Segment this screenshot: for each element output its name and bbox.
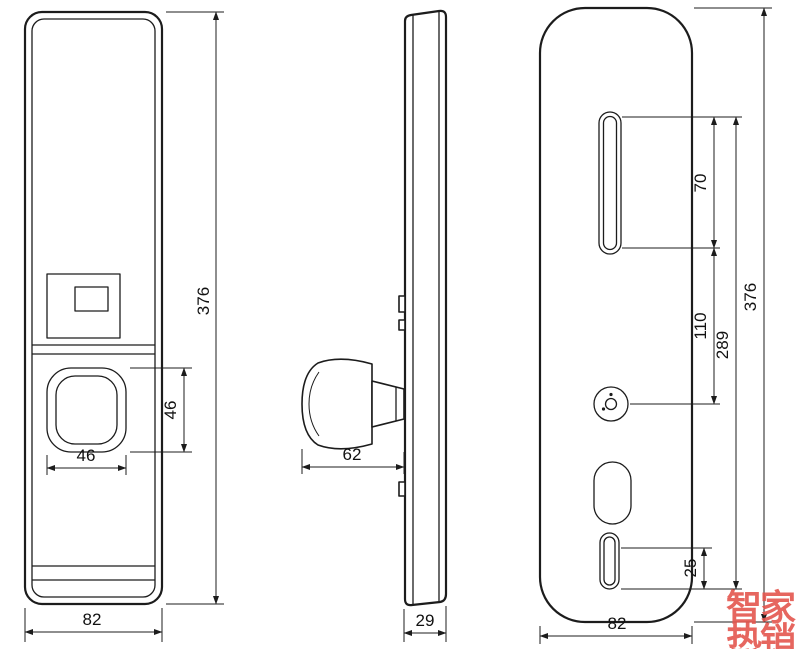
front-inner-outline xyxy=(31,18,156,598)
side-knob-head xyxy=(301,358,373,450)
front-view xyxy=(23,10,164,606)
fingerprint-module xyxy=(46,273,121,339)
dim-front-height: 376 xyxy=(166,11,224,605)
side-knob-stem xyxy=(371,380,405,428)
side-notch-3 xyxy=(398,481,406,497)
dim-back-height: 376 xyxy=(741,7,768,623)
keyhole-dot-2 xyxy=(601,407,606,411)
side-notch-1 xyxy=(398,295,406,313)
side-knob-contour xyxy=(308,371,320,437)
back-top-slot-inner xyxy=(602,115,618,251)
front-body-outline xyxy=(23,10,164,606)
dim-back-span: 289 xyxy=(713,116,740,590)
dim-label-body-thickness: 29 xyxy=(416,611,435,630)
knob-outer xyxy=(46,367,127,453)
back-plate-outline xyxy=(538,6,694,624)
dim-label-back-top-slot: 70 xyxy=(691,174,710,193)
watermark: 智家热销 xyxy=(726,586,796,649)
keyhole-inner xyxy=(604,397,618,411)
back-view xyxy=(538,6,694,624)
dim-handle-height: 46 xyxy=(130,367,192,453)
dim-front-width: 82 xyxy=(24,608,163,642)
dim-label-handle-width: 46 xyxy=(77,446,96,465)
dim-back-width: 82 xyxy=(539,614,693,644)
back-top-slot-outer xyxy=(598,111,622,255)
side-notch-2 xyxy=(398,319,406,331)
side-body-outline xyxy=(403,9,448,607)
back-bottom-slot-inner xyxy=(603,536,616,586)
fingerprint-window xyxy=(74,286,109,312)
dim-label-knob-depth: 62 xyxy=(343,445,362,464)
dim-label-front-height: 376 xyxy=(194,287,213,315)
dim-label-back-slot-to-keyhole: 110 xyxy=(691,312,710,339)
back-oval-cutout xyxy=(593,461,632,525)
keyhole-outer xyxy=(593,386,629,422)
dim-knob-depth: 62 xyxy=(301,445,405,474)
knob-inner xyxy=(55,375,118,445)
dim-label-handle-height: 46 xyxy=(161,401,180,420)
back-bottom-slot-outer xyxy=(599,532,620,590)
dim-body-thickness: 29 xyxy=(403,606,447,642)
dim-handle-width: 46 xyxy=(46,446,127,475)
keyhole-dot-1 xyxy=(609,392,613,397)
dim-label-front-width: 82 xyxy=(83,610,102,629)
dim-back-slot-to-keyhole: 110 xyxy=(691,247,718,405)
dim-label-back-bottom-slot: 25 xyxy=(681,559,700,578)
dim-label-back-span: 289 xyxy=(713,331,732,359)
dim-back-top-slot: 70 xyxy=(691,116,718,249)
side-view xyxy=(301,9,448,607)
dim-back-bottom-slot: 25 xyxy=(681,547,708,590)
dim-label-back-height: 376 xyxy=(741,283,760,311)
back-extension-lines xyxy=(621,7,772,623)
dim-label-back-width: 82 xyxy=(608,614,627,633)
